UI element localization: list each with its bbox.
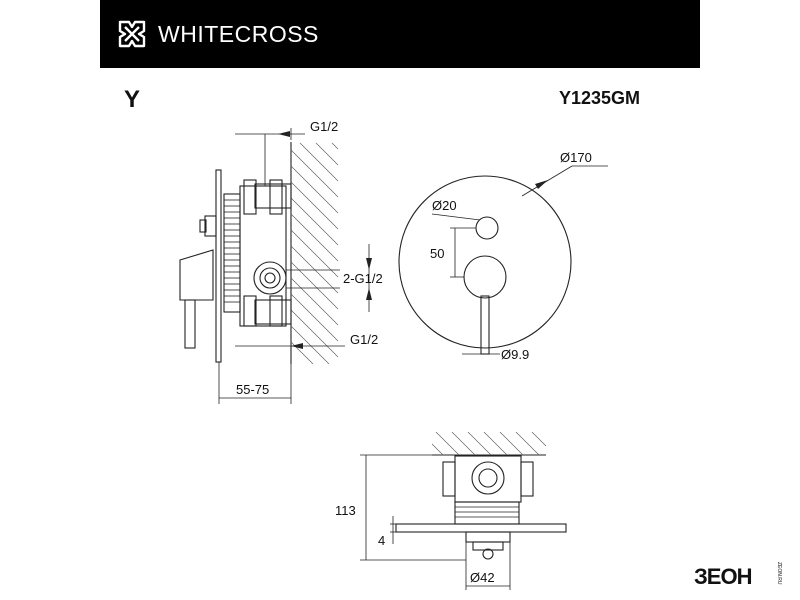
dim-bottom-thread: G1/2 [350,332,378,347]
dim-diverter-diameter: Ø20 [432,198,457,213]
wall-hatch-side [290,142,339,365]
dim-lever-diameter: Ø9.9 [501,347,529,362]
watermark-sub: ZEON.RU [776,562,782,585]
dim-depth-range: 55-75 [236,382,269,397]
top-view: 113 4 Ø42 [335,431,567,590]
cross-knot-logo-icon [118,20,146,48]
dim-height: 113 [335,503,356,518]
dim-spacing: 50 [430,246,444,261]
dim-plate-diameter: Ø170 [560,150,592,165]
header-bar [100,0,700,68]
series-letter: Y [124,86,141,113]
brand-logo: WHITECROSS [116,18,319,50]
lever-hub [463,255,507,299]
dim-top-thread: G1/2 [310,119,338,134]
model-code: Y1235GM [559,88,641,108]
front-view: Ø170 Ø20 50 Ø9.9 [398,150,608,362]
brand-name: WHITECROSS [158,20,319,47]
cover-plate-circle [398,175,572,349]
dim-handle-diameter: Ø42 [470,570,495,585]
watermark-logo: ЗЕОН [694,564,752,589]
side-view: G1/2 2-G1/2 G1/2 55-75 [179,119,383,404]
dim-middle-thread: 2-G1/2 [343,271,383,286]
lever-stem [480,295,490,355]
dim-plate-thickness: 4 [378,533,385,548]
